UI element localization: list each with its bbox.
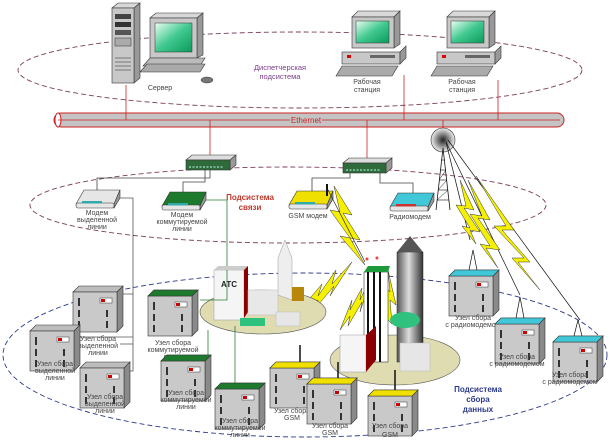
node-label-line2: коммутируемой (160, 396, 211, 404)
hub-right[interactable] (342, 157, 393, 174)
ws2-label-line2: станция (449, 87, 475, 94)
data-node-leased-3[interactable]: Узел сбора выделенной линии (79, 361, 131, 415)
server[interactable]: Сервер (111, 2, 214, 92)
node-label-line2: коммутируемой (147, 346, 198, 354)
node-label-line1: Узел сбора (455, 314, 491, 322)
node-label-line1: Узел сбора (552, 371, 588, 379)
node-label-line3: линии (95, 408, 115, 415)
modem-dialup-label-line3: линии (172, 226, 192, 233)
radio-modem[interactable]: Радиомодем (389, 192, 435, 221)
dispatch-subsystem-label-line2: подсистема (260, 72, 302, 81)
node-label-line1: Узел сбора (37, 360, 73, 368)
node-label-line1: Узел сбора (168, 389, 204, 397)
node-label-line2: GSM (284, 415, 300, 422)
node-label-line3: линии (88, 350, 108, 357)
comm-subsystem-label-line2: связи (239, 203, 262, 212)
ethernet-label: Ethernet (291, 116, 322, 125)
data-node-dialup-3[interactable]: Узел сбора коммутируемой линии (214, 382, 266, 439)
server-icon (111, 2, 214, 84)
modem-dialup-label-line2: коммутируемой (156, 218, 207, 226)
data-node-gsm-2[interactable]: Узел сбора GSM (306, 362, 358, 437)
lightning-icon (455, 175, 541, 291)
data-node-dialup-1[interactable]: Узел сбора коммутируемой линии (147, 289, 199, 361)
node-label-line1: Узел сбора (372, 422, 408, 430)
ws1-label-line2: станция (354, 87, 380, 94)
data-node-radio-1[interactable]: Узел сбора с радиомодемом (445, 249, 501, 329)
node-label-line2: GSM (322, 430, 338, 437)
data-node-gsm-1[interactable]: Узел сбора GSM (269, 345, 321, 422)
node-label-line2: GSM (382, 432, 398, 439)
node-label-line2: с радиомодемом (542, 379, 597, 386)
radio-modem-label: Радиомодем (389, 214, 431, 221)
node-label-line1: Узел сбора (87, 393, 123, 401)
radio-tower-icon (430, 127, 456, 211)
node-label-line2: выделенной (85, 400, 125, 408)
comm-subsystem-boundary (29, 166, 547, 244)
workstation-2[interactable]: Рабочая станция (430, 10, 502, 94)
node-label-line3: линии (230, 432, 250, 439)
gsm-city-icon (329, 236, 461, 386)
ws1-label-line1: Рабочая (353, 78, 381, 86)
node-label-line2: с радиомодемом (445, 322, 500, 329)
server-label: Сервер (148, 85, 172, 92)
node-label-line1: Узел сбора (274, 407, 310, 415)
comm-subsystem-label-line1: Подсистема (226, 193, 274, 202)
node-label-line1: Узел сбора (222, 417, 258, 425)
modem-dialup-line[interactable]: Модем коммутируемой линии (156, 191, 208, 233)
gsm-modem-label: GSM модем (288, 213, 327, 220)
node-label-line3: линии (45, 375, 65, 382)
data-subsystem-label-line3: данных (463, 405, 494, 414)
node-label-line3: линии (176, 404, 196, 411)
data-subsystem-boundary (2, 272, 608, 438)
ethernet-bus: Ethernet (53, 112, 565, 128)
modem-leased-label-line1: Модем (86, 210, 109, 217)
ats-label: АТС (221, 280, 237, 289)
node-label-line2: выделенной (78, 342, 118, 350)
workstation-icon (430, 10, 502, 77)
data-node-radio-3[interactable]: Узел сбора с радиомодемом (542, 319, 604, 386)
workstation-icon (335, 10, 407, 77)
modem-leased-line[interactable]: Модем выделенной линии (75, 189, 121, 231)
data-node-leased-1[interactable]: Узел сбора выделенной линии (72, 285, 124, 357)
data-node-gsm-3[interactable]: Узел сбора GSM (367, 370, 419, 439)
node-label-line1: Узел сбора (155, 339, 191, 347)
node-label-line2: выделенной (35, 367, 75, 375)
modem-leased-label-line3: линии (87, 224, 107, 231)
data-subsystem-label-line2: сбора (466, 395, 490, 404)
dispatch-subsystem-label-line1: Диспетчерская (254, 63, 306, 72)
dispatch-subsystem-boundary (17, 31, 583, 109)
ws2-label-line1: Рабочая (448, 78, 476, 86)
data-node-leased-2[interactable]: Узел сбора выделенной линии (29, 324, 81, 382)
data-node-radio-2[interactable]: Узел сбора с радиомодемом (489, 296, 546, 368)
modem-leased-label-line2: выделенной (77, 216, 117, 224)
ats-city-icon: АТС (199, 239, 327, 335)
workstation-1[interactable]: Рабочая станция (335, 10, 407, 94)
node-label-line1: Узел сбора (80, 335, 116, 343)
node-label-line2: с радиомодемом (489, 361, 544, 368)
node-label-line2: коммутируемой (214, 424, 265, 432)
node-label-line1: Узел сбора (499, 353, 535, 361)
data-subsystem-label-line1: Подсистема (454, 385, 502, 394)
data-node-dialup-2[interactable]: Узел сбора коммутируемой линии (160, 354, 212, 411)
hub-left[interactable] (185, 154, 237, 171)
modem-dialup-label-line1: Модем (171, 212, 194, 219)
node-label-line1: Узел сбора (312, 422, 348, 430)
gsm-modem[interactable]: GSM модем (288, 184, 334, 220)
